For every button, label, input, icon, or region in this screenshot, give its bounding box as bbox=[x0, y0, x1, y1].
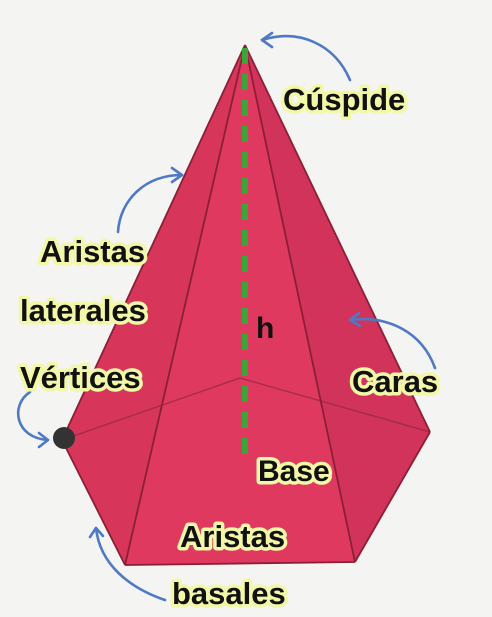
arrow-basal-edges-head bbox=[88, 526, 105, 539]
label-vertices: Vértices bbox=[20, 360, 141, 395]
vertex-dot bbox=[53, 427, 75, 449]
arrow-faces-head bbox=[348, 311, 362, 328]
arrow-faces bbox=[348, 317, 437, 370]
label-lateral-edges-line1: Aristas bbox=[40, 234, 145, 269]
arrow-apex bbox=[260, 34, 352, 82]
arrow-basal-edges bbox=[94, 526, 167, 602]
label-basal-edges-line1: Aristas bbox=[180, 519, 285, 554]
pyramid-edges bbox=[61, 44, 431, 566]
face-left bbox=[62, 45, 245, 565]
arrow-lateral-edges bbox=[116, 173, 184, 234]
face-right bbox=[245, 45, 430, 562]
label-basal-edges-line2: basales bbox=[172, 576, 286, 611]
label-height: h bbox=[256, 312, 274, 345]
arrow-vertices bbox=[16, 390, 50, 442]
annotation-arrows bbox=[16, 31, 437, 602]
hidden-base-edge bbox=[61, 377, 241, 441]
label-base: Base bbox=[258, 455, 330, 488]
face-front bbox=[125, 45, 355, 565]
label-lateral-edges-line2: laterales bbox=[20, 293, 146, 328]
arrow-lateral-edges-head bbox=[170, 166, 184, 184]
hidden-base-edge bbox=[239, 377, 431, 433]
arrow-vertices-head bbox=[37, 431, 50, 449]
label-faces: Caras bbox=[352, 364, 438, 399]
arrow-apex-head bbox=[260, 31, 274, 49]
label-apex: Cúspide bbox=[283, 82, 405, 117]
